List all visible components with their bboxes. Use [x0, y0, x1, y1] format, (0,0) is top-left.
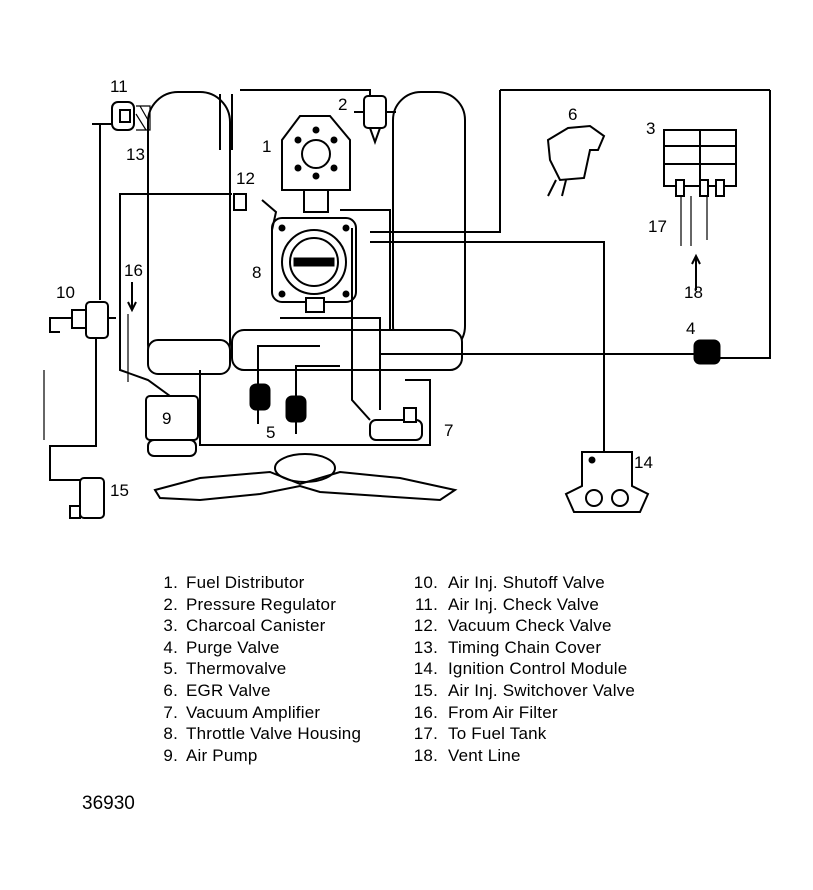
legend-number: 12.: [413, 616, 438, 636]
legend-label: Air Inj. Shutoff Valve: [448, 573, 605, 592]
legend-item: 14. Ignition Control Module: [410, 658, 635, 680]
legend-number: 2.: [163, 594, 178, 614]
callout-9: 9: [162, 409, 171, 428]
legend-label: Air Inj. Switchover Valve: [448, 680, 636, 700]
legend-number: 7.: [163, 702, 178, 722]
legend-number: 14.: [413, 659, 438, 679]
legend-label: Pressure Regulator: [186, 594, 337, 614]
vacuum-hoses: [43, 89, 771, 481]
legend-label: Fuel Distributor: [186, 573, 305, 592]
cooling-fan: [153, 453, 458, 502]
legend-number: 3.: [163, 616, 178, 636]
legend-label: Vent Line: [448, 745, 521, 765]
legend-item: 18. Vent Line: [410, 745, 635, 767]
callout-17: 17: [648, 217, 667, 236]
legend-item: 15. Air Inj. Switchover Valve: [410, 680, 635, 702]
callout-3: 3: [646, 119, 655, 138]
legend-number: 5.: [163, 659, 178, 679]
timing-chain-cover: [199, 370, 431, 446]
legend-number: 11.: [415, 594, 438, 614]
callout-4: 4: [686, 319, 695, 338]
legend-right-column: 10. Air Inj. Shutoff Valve 11. Air Inj. Ch…: [410, 572, 635, 766]
legend-number: 15.: [413, 680, 438, 700]
legend-label: Timing Chain Cover: [448, 637, 602, 657]
callout-8: 8: [252, 263, 261, 282]
legend-item: 13. Timing Chain Cover: [410, 637, 635, 659]
legend-number: 6.: [163, 680, 178, 700]
egr-valve: [546, 124, 606, 197]
engine-block-right: [231, 91, 466, 371]
callout-16: 16: [124, 261, 143, 280]
ignition-control-module: [564, 451, 650, 513]
callout-7: 7: [444, 421, 453, 440]
vacuum-hose-routing-diagram: 1 2 3 4 5 6 7 8 9 10 11 12 13 14 15 16 1…: [43, 77, 771, 519]
legend-item: 4. Purge Valve: [150, 637, 361, 659]
air-pump: [145, 395, 199, 457]
air-injection-shutoff-valve: [49, 301, 116, 339]
callout-1: 1: [262, 137, 271, 156]
callout-12: 12: [236, 169, 255, 188]
legend-item: 12. Vacuum Check Valve: [410, 615, 635, 637]
engine-block-left: [147, 91, 231, 375]
legend-item: 2. Pressure Regulator: [150, 594, 361, 616]
legend-label: Air Pump: [186, 745, 258, 765]
callout-13: 13: [126, 145, 145, 164]
legend-number: 8.: [163, 724, 178, 744]
charcoal-canister: [663, 129, 737, 197]
legend-item: 17. To Fuel Tank: [410, 723, 635, 745]
legend-label: To Fuel Tank: [448, 724, 547, 744]
legend-left-column: 1.Fuel Distributor 2.Pressure Regulator …: [150, 572, 361, 766]
thermovalve: [249, 383, 307, 434]
legend-item: 1. Fuel Distributor: [150, 572, 361, 594]
purge-valve: [693, 339, 721, 365]
legend-label: Thermovalve: [186, 659, 287, 679]
legend-item: 10. Air Inj. Shutoff Valve: [410, 572, 635, 594]
air-injection-check-valve: [111, 101, 151, 131]
legend-number: 9.: [163, 745, 178, 765]
legend-item: 9. Air Pump: [150, 745, 361, 767]
legend-item: 7. Vacuum Amplifier: [150, 702, 361, 724]
callout-15: 15: [110, 481, 129, 500]
legend-label: EGR Valve: [186, 680, 271, 700]
legend-label: Air Inj. Check Valve: [448, 594, 600, 614]
callout-14: 14: [634, 453, 653, 472]
legend-label: Vacuum Amplifier: [186, 702, 321, 722]
legend-number: 13.: [413, 637, 438, 657]
legend-item: 5. Thermovalve: [150, 658, 361, 680]
legend-label: Throttle Valve Housing: [186, 724, 362, 744]
legend-label: Charcoal Canister: [186, 616, 326, 636]
callout-2: 2: [338, 95, 347, 114]
legend-label: Ignition Control Module: [448, 659, 628, 679]
fuel-distributor: [281, 115, 351, 213]
legend-number: 18.: [413, 745, 438, 765]
legend-item: 8. Throttle Valve Housing: [150, 723, 361, 745]
callout-18: 18: [684, 283, 703, 302]
legend-label: Vacuum Check Valve: [448, 616, 612, 636]
callout-11: 11: [110, 77, 128, 96]
callout-5: 5: [266, 423, 275, 442]
legend-number: 16.: [413, 702, 438, 722]
callout-6: 6: [568, 105, 577, 124]
legend-number: 1.: [163, 573, 178, 592]
figure-number: 36930: [82, 793, 135, 814]
legend-label: From Air Filter: [448, 702, 558, 722]
throttle-valve-housing: [271, 217, 357, 313]
legend-number: 4.: [163, 637, 178, 657]
pressure-regulator: [354, 95, 396, 145]
legend-item: 16. From Air Filter: [410, 702, 635, 724]
legend-label: Purge Valve: [186, 637, 280, 657]
legend-item: 6. EGR Valve: [150, 680, 361, 702]
air-injection-switchover-valve: [69, 477, 105, 519]
vacuum-amplifier: [369, 407, 423, 441]
vacuum-check-valve: [233, 193, 247, 211]
callout-10: 10: [56, 283, 75, 302]
legend-number: 10.: [413, 573, 438, 592]
legend-item: 11. Air Inj. Check Valve: [410, 594, 635, 616]
legend-item: 3. Charcoal Canister: [150, 615, 361, 637]
legend-number: 17.: [413, 724, 438, 744]
